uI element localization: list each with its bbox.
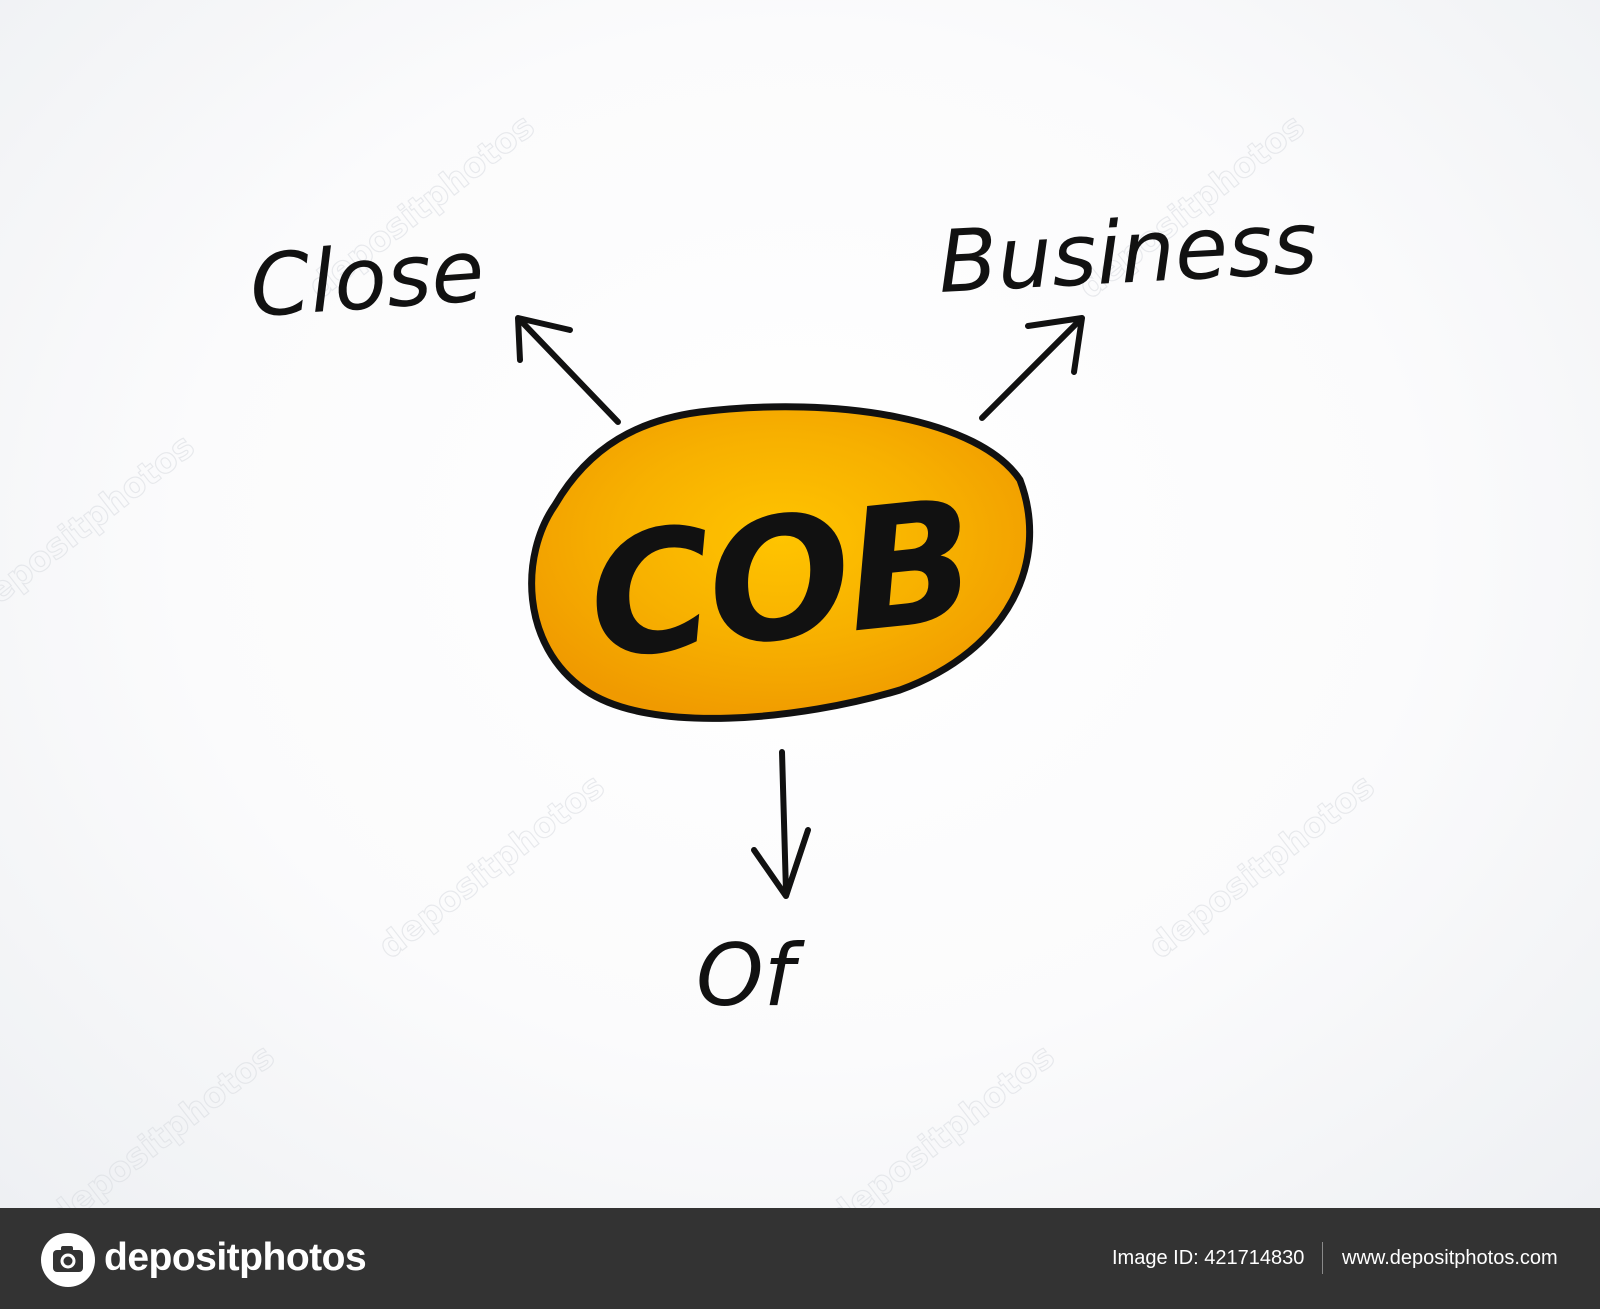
- acronym-diagram: depositphotos depositphotos depositphoto…: [0, 106, 1383, 1208]
- site-url-link[interactable]: www.depositphotos.com: [1342, 1247, 1558, 1269]
- arrow-down: [751, 749, 811, 899]
- footer-divider: [1322, 1242, 1323, 1274]
- footer-bar: depositphotos Image ID: 421714830 www.de…: [0, 1208, 1600, 1309]
- watermark-text: depositphotos: [821, 1036, 1062, 1208]
- camera-logo-icon: [41, 1233, 95, 1287]
- watermark-text: depositphotos: [0, 426, 202, 627]
- term-close: Close: [247, 221, 488, 337]
- image-id-label: Image ID: 421714830: [1112, 1247, 1305, 1269]
- watermark-text: depositphotos: [1141, 766, 1382, 967]
- arrow-up-left: [515, 315, 621, 425]
- center-oval: [528, 403, 1034, 722]
- watermark-text: depositphotos: [371, 766, 612, 967]
- term-of: Of: [696, 926, 806, 1026]
- term-business: Business: [936, 193, 1320, 313]
- diagram-canvas: depositphotos depositphotos depositphoto…: [0, 0, 1600, 1208]
- arrow-up-right: [979, 315, 1085, 421]
- brand-logo-text: depositphotos: [104, 1236, 367, 1279]
- center-label: COB: [580, 463, 981, 698]
- watermark-text: depositphotos: [41, 1036, 282, 1208]
